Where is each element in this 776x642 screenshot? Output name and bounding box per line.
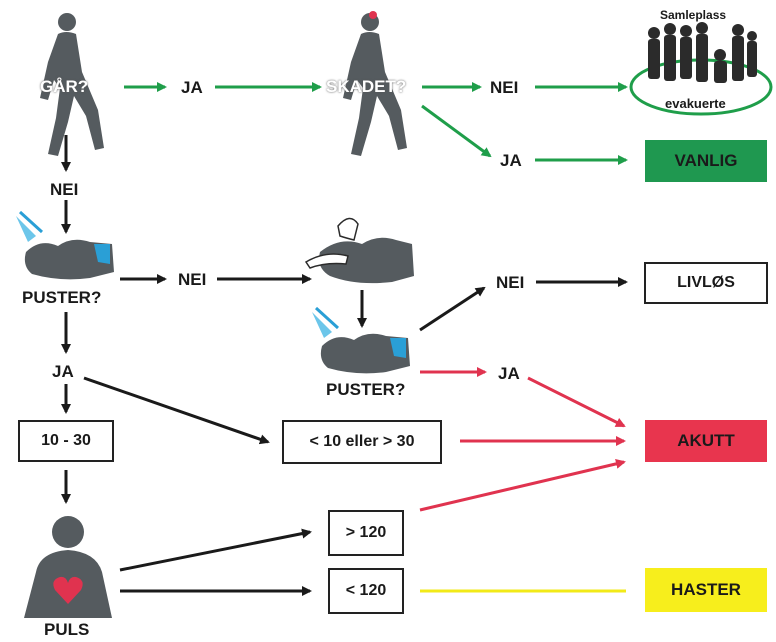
label-nei-3: NEI: [178, 270, 207, 289]
label-ja-2: JA: [500, 151, 522, 170]
label-evakuerte: evakuerte: [665, 96, 726, 111]
resp-rate-abnormal: < 10 eller > 30: [282, 420, 442, 464]
red-arrows: [419, 367, 626, 512]
label-puls: PULS: [44, 620, 90, 639]
label-samleplass: Samleplass: [660, 8, 727, 22]
label-skadet: SKADET?: [326, 77, 407, 96]
category-vanlig: VANLIG: [645, 140, 767, 182]
pulse-high: > 120: [328, 510, 404, 556]
category-akutt: AKUTT: [645, 420, 767, 462]
category-livlos: LIVLØS: [644, 262, 768, 304]
injured-person-icon: [343, 11, 407, 156]
green-arrows: [124, 82, 628, 165]
label-nei-4: NEI: [496, 273, 525, 292]
label-ja-3: JA: [52, 362, 74, 381]
label-gaar: GÅR?: [40, 77, 89, 96]
label-nei-1: NEI: [490, 78, 519, 97]
head-tilted-icon: [16, 210, 114, 280]
crowd-icon: [629, 22, 773, 116]
resp-rate-normal: 10 - 30: [18, 420, 114, 462]
heart-torso-icon: [24, 516, 112, 618]
black-arrows: [61, 135, 628, 596]
label-puster-1: PUSTER?: [22, 288, 102, 307]
airway-open-icon: [312, 306, 410, 374]
airway-open-icon: [304, 217, 414, 284]
label-ja-1: JA: [181, 78, 203, 97]
label-ja-4: JA: [498, 364, 520, 383]
pulse-low: < 120: [328, 568, 404, 614]
label-puster-2: PUSTER?: [326, 380, 406, 399]
category-haster: HASTER: [645, 568, 767, 612]
walking-person-icon: [40, 13, 104, 156]
label-nei-2: NEI: [50, 180, 79, 199]
